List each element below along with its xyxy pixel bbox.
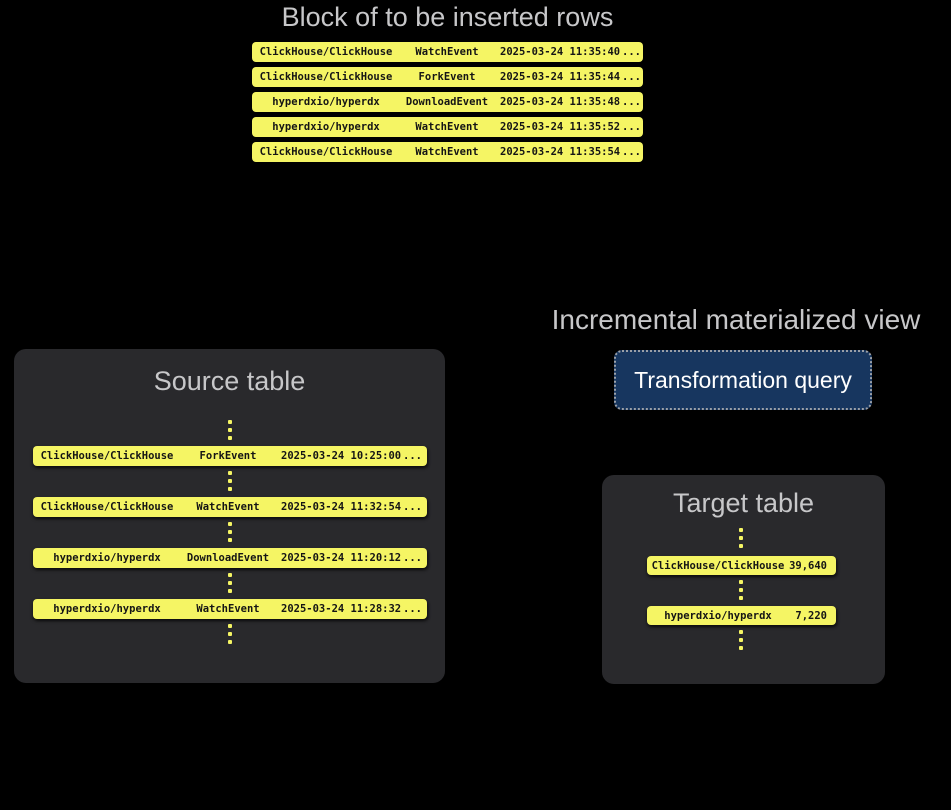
- row-count: 7,220: [795, 609, 827, 622]
- row-event: ForkEvent: [199, 450, 257, 462]
- row-event: DownloadEvent: [186, 552, 270, 564]
- row-timestamp: 2025-03-24 11:35:52: [500, 121, 621, 133]
- row-event: WatchEvent: [415, 46, 479, 58]
- event-row: ClickHouse/ClickHouse WatchEvent 2025-03…: [252, 142, 643, 162]
- row-timestamp: 2025-03-24 11:28:32: [281, 603, 402, 615]
- row-event: WatchEvent: [196, 501, 260, 513]
- row-repo: ClickHouse/ClickHouse: [651, 559, 785, 572]
- row-more: ...: [622, 46, 641, 58]
- target-table-title: Target table: [672, 488, 815, 518]
- row-timestamp: 2025-03-24 11:35:48: [500, 96, 621, 108]
- row-more: ...: [622, 146, 641, 158]
- ellipsis-dots: [228, 522, 232, 542]
- source-table-panel: Source table ClickHouse/ClickHouse ForkE…: [14, 349, 445, 683]
- row-more: ...: [622, 121, 641, 133]
- row-more: ...: [403, 603, 422, 615]
- row-repo: hyperdxio/hyperdx: [53, 552, 161, 564]
- target-table-rows: ClickHouse/ClickHouse 39,640 hyperdxio/h…: [602, 475, 885, 684]
- target-table-panel: Target table ClickHouse/ClickHouse 39,64…: [602, 475, 885, 684]
- row-more: ...: [403, 552, 422, 564]
- source-table-title: Source table: [153, 366, 306, 396]
- row-repo: ClickHouse/ClickHouse: [259, 146, 393, 158]
- row-repo: ClickHouse/ClickHouse: [40, 501, 174, 513]
- aggregate-row: ClickHouse/ClickHouse 39,640: [647, 556, 836, 575]
- ellipsis-dots: [739, 528, 743, 548]
- row-timestamp: 2025-03-24 11:32:54: [281, 501, 402, 513]
- row-timestamp: 2025-03-24 11:35:44: [500, 71, 621, 83]
- ellipsis-dots: [228, 420, 232, 440]
- ellipsis-dots: [739, 630, 743, 650]
- aggregate-row: hyperdxio/hyperdx 7,220: [647, 606, 836, 625]
- event-row: hyperdxio/hyperdx WatchEvent 2025-03-24 …: [33, 599, 427, 619]
- insert-block-title: Block of to be inserted rows: [281, 2, 614, 32]
- row-timestamp: 2025-03-24 10:25:00: [281, 450, 402, 462]
- row-event: WatchEvent: [415, 146, 479, 158]
- row-timestamp: 2025-03-24 11:35:40: [500, 46, 621, 58]
- event-row: ClickHouse/ClickHouse ForkEvent 2025-03-…: [33, 446, 427, 466]
- row-count: 39,640: [789, 559, 827, 572]
- row-repo: ClickHouse/ClickHouse: [259, 46, 393, 58]
- transformation-query-button[interactable]: Transformation query: [614, 350, 872, 410]
- event-row: hyperdxio/hyperdx DownloadEvent 2025-03-…: [33, 548, 427, 568]
- row-event: DownloadEvent: [405, 96, 489, 108]
- row-repo: hyperdxio/hyperdx: [664, 609, 772, 622]
- row-more: ...: [403, 450, 422, 462]
- insert-block: Block of to be inserted rows ClickHouse/…: [252, 1, 643, 167]
- row-event: ForkEvent: [418, 71, 476, 83]
- row-timestamp: 2025-03-24 11:35:54: [500, 146, 621, 158]
- ellipsis-dots: [739, 580, 743, 600]
- row-timestamp: 2025-03-24 11:20:12: [281, 552, 402, 564]
- event-row: ClickHouse/ClickHouse WatchEvent 2025-03…: [33, 497, 427, 517]
- row-event: WatchEvent: [196, 603, 260, 615]
- event-row: ClickHouse/ClickHouse ForkEvent 2025-03-…: [252, 67, 643, 87]
- materialized-view-title: Incremental materialized view: [551, 304, 921, 335]
- ellipsis-dots: [228, 573, 232, 593]
- ellipsis-dots: [228, 624, 232, 644]
- event-row: hyperdxio/hyperdx WatchEvent 2025-03-24 …: [252, 117, 643, 137]
- row-repo: ClickHouse/ClickHouse: [259, 71, 393, 83]
- source-table-rows: ClickHouse/ClickHouse ForkEvent 2025-03-…: [14, 349, 445, 683]
- row-more: ...: [622, 71, 641, 83]
- row-event: WatchEvent: [415, 121, 479, 133]
- event-row: ClickHouse/ClickHouse WatchEvent 2025-03…: [252, 42, 643, 62]
- row-more: ...: [403, 501, 422, 513]
- row-repo: hyperdxio/hyperdx: [53, 603, 161, 615]
- event-row: hyperdxio/hyperdx DownloadEvent 2025-03-…: [252, 92, 643, 112]
- row-repo: hyperdxio/hyperdx: [272, 96, 380, 108]
- ellipsis-dots: [228, 471, 232, 491]
- insert-rows: ClickHouse/ClickHouse WatchEvent 2025-03…: [252, 42, 643, 162]
- row-repo: ClickHouse/ClickHouse: [40, 450, 174, 462]
- row-more: ...: [622, 96, 641, 108]
- row-repo: hyperdxio/hyperdx: [272, 121, 380, 133]
